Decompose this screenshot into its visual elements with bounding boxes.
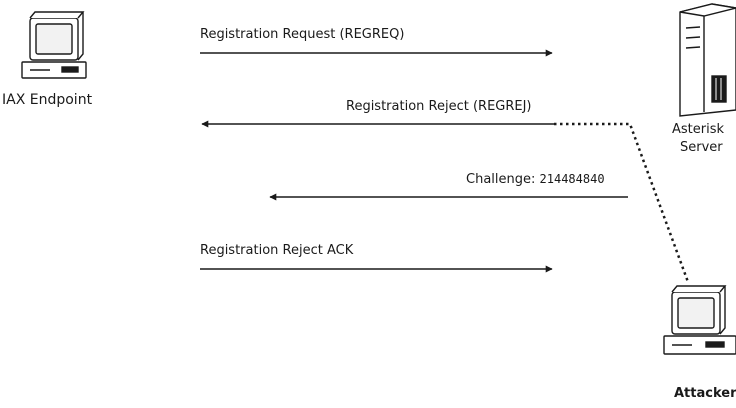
server-label-line1: Asterisk xyxy=(672,122,725,137)
attacker-computer-icon xyxy=(663,285,736,355)
regrej-ack-label: Registration Reject ACK xyxy=(200,243,354,258)
regreq-label: Registration Request (REGREQ) xyxy=(200,27,405,42)
server-label-line2: Server xyxy=(680,140,723,155)
regrej-label: Registration Reject (REGREJ) xyxy=(346,99,532,114)
attacker-label: Attacker xyxy=(674,386,736,401)
spoof-dotted-path xyxy=(554,122,690,283)
endpoint-label: IAX Endpoint xyxy=(2,92,93,108)
challenge-label: Challenge: 214484840 xyxy=(466,171,605,188)
endpoint-computer-icon xyxy=(21,11,87,79)
server-tower-icon xyxy=(679,3,736,117)
challenge-prefix: Challenge: xyxy=(466,172,540,187)
challenge-value: 214484840 xyxy=(539,172,605,186)
